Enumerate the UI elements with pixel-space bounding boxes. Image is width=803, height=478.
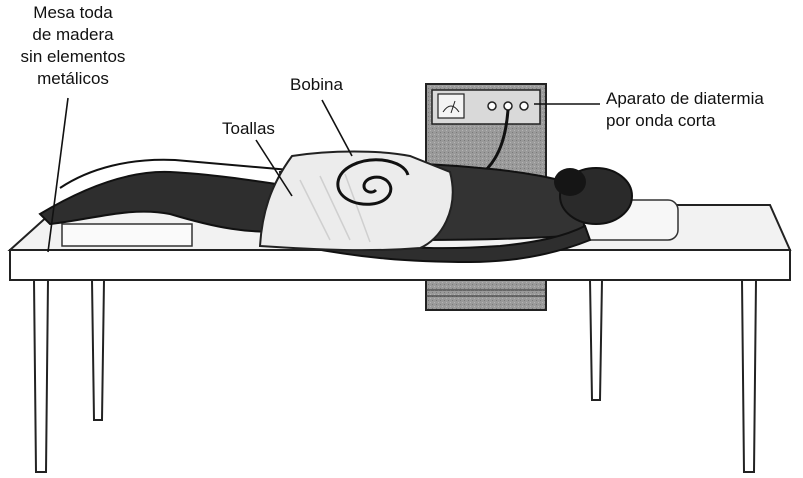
table-leg-front-right	[742, 280, 756, 472]
device-label-line-1: Aparato de diatermia	[606, 88, 764, 110]
foot-pad	[62, 224, 192, 246]
table-leg-front-left	[34, 280, 48, 472]
table-label-line-1: Mesa toda	[18, 2, 128, 24]
towels-label: Toallas	[222, 118, 275, 140]
table-leg-back-right	[590, 280, 602, 400]
table-label-line-3: sin elementos	[18, 46, 128, 68]
table-label-line-2: de madera	[18, 24, 128, 46]
coil-label: Bobina	[290, 74, 343, 96]
table-label: Mesa toda de madera sin elementos metáli…	[18, 2, 128, 90]
device-knob-2	[504, 102, 512, 110]
coil-label-text: Bobina	[290, 75, 343, 94]
device-knob-1	[488, 102, 496, 110]
table-label-line-4: metálicos	[18, 68, 128, 90]
table-leg-back-left	[92, 280, 104, 420]
towels	[260, 152, 453, 251]
device-knob-3	[520, 102, 528, 110]
leader-coil	[322, 100, 352, 156]
device-label: Aparato de diatermia por onda corta	[606, 88, 764, 132]
towels-label-text: Toallas	[222, 119, 275, 138]
device-label-line-2: por onda corta	[606, 110, 764, 132]
